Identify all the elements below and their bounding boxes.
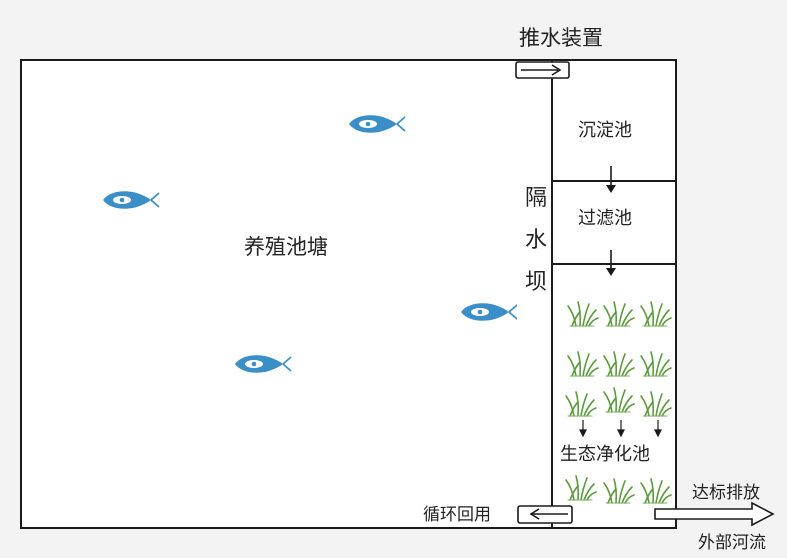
discharge-arrow [654, 501, 775, 527]
breeding-pond-label: 养殖池塘 [244, 235, 328, 259]
filter-pond-label: 过滤池 [578, 208, 632, 229]
settling-pond-label: 沉淀池 [578, 120, 632, 141]
discharge-label: 达标排放 [692, 483, 760, 503]
dam-label: 隔水坝 [524, 186, 547, 295]
eco-pond-label: 生态净化池 [560, 444, 650, 465]
eco-flow-arrows [579, 420, 662, 438]
recycle-label: 循环回用 [423, 505, 491, 525]
river-label: 外部河流 [698, 533, 766, 553]
flow-arrow-settle-to-filter [606, 166, 616, 193]
push-device [515, 61, 570, 79]
recycle-device [517, 505, 573, 524]
push-device-label: 推水装置 [519, 26, 603, 50]
breeding-pond-outline [20, 59, 677, 529]
flow-arrow-filter-to-eco [606, 250, 616, 276]
